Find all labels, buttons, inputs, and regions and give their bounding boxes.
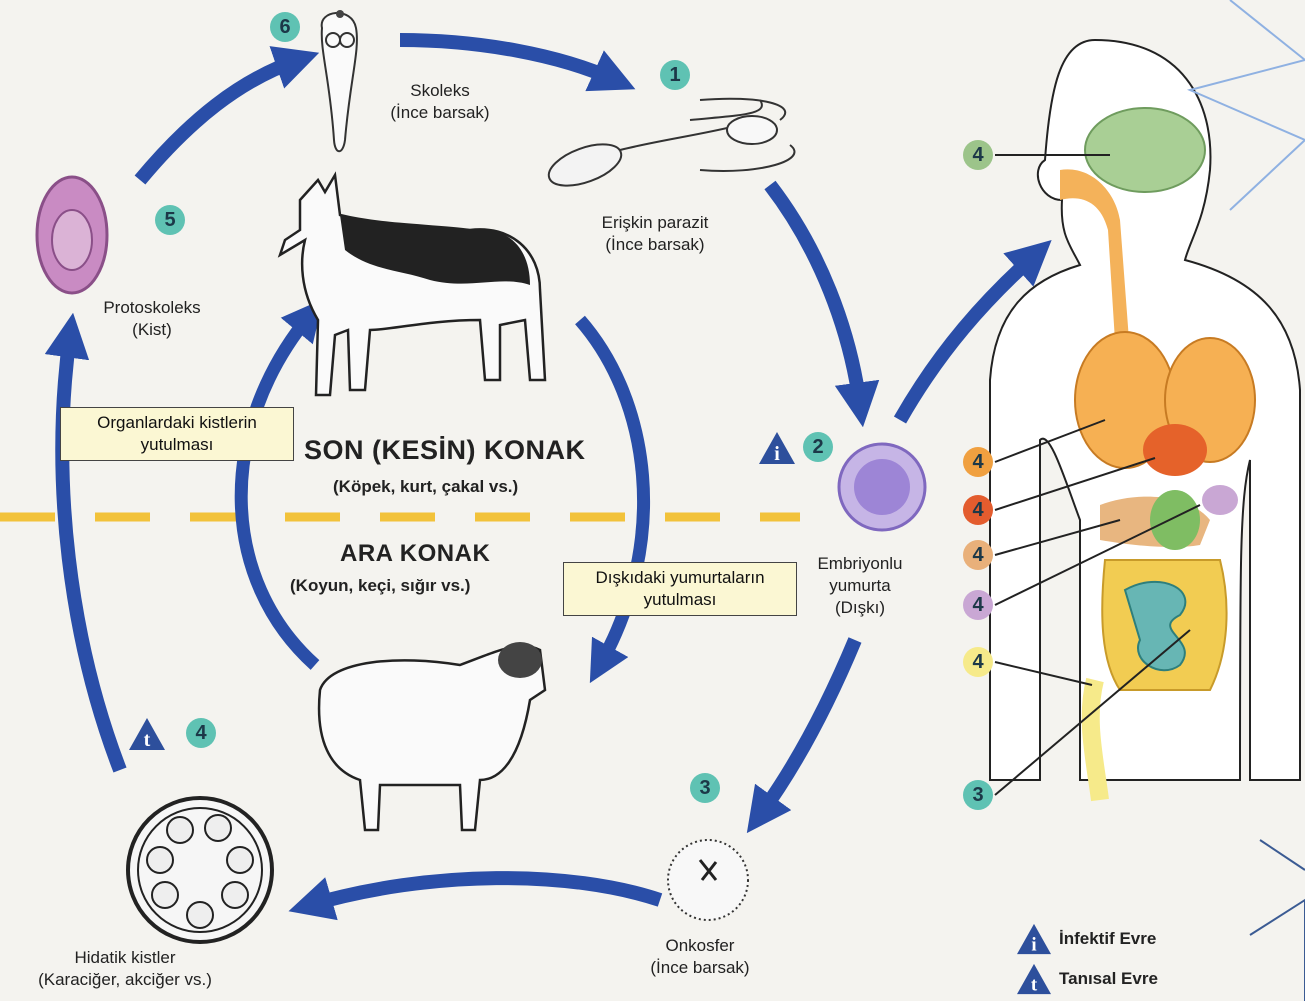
embryonated-egg-illustration	[839, 444, 925, 530]
label-embryonated-egg: Embriyonlu yumurta (Dışkı)	[805, 553, 915, 619]
adult-worm-illustration	[543, 99, 794, 194]
svg-text:i: i	[1031, 934, 1036, 955]
label-adult-parasite: Erişkin parazit (İnce barsak)	[575, 212, 735, 256]
stage-number-5: 5	[155, 205, 185, 235]
stage-number-6: 6	[270, 12, 300, 42]
intermediate-host-title: ARA KONAK	[340, 540, 490, 568]
label-hydatid-cysts: Hidatik kistler (Karaciğer, akciğer vs.)	[0, 947, 250, 991]
intermediate-host-examples: (Koyun, keçi, sığır vs.)	[290, 576, 470, 596]
body-marker-small-intestine: 3	[963, 780, 993, 810]
arrow-hydatid-to-protoscolex	[62, 335, 120, 770]
stage-number-1: 1	[660, 60, 690, 90]
arrow-skoleks-to-adult	[400, 40, 615, 80]
body-marker-liver: 4	[963, 540, 993, 570]
stage-number-2: 2	[803, 432, 833, 462]
heart	[1143, 424, 1207, 476]
arrow-adult-to-egg	[770, 185, 860, 405]
hydatid-cyst-illustration	[128, 798, 272, 942]
legend-diagnostic-icon: t	[1015, 962, 1053, 996]
dog-illustration	[280, 175, 545, 395]
rectum	[1091, 680, 1100, 800]
callout-cyst-ingestion: Organlardaki kistlerin yutulması	[60, 407, 294, 461]
protoscolex-illustration	[37, 177, 107, 293]
body-marker-brain: 4	[963, 140, 993, 170]
stage-number-3: 3	[690, 773, 720, 803]
legend-diagnostic: t Tanısal Evre	[1015, 962, 1158, 996]
definitive-host-examples: (Köpek, kurt, çakal vs.)	[333, 477, 518, 497]
diagnostic-stage-marker-icon: t	[127, 716, 167, 752]
stomach	[1150, 490, 1200, 550]
arrow-egg-to-oncosphere	[760, 640, 855, 815]
legend-infective-label: İnfektif Evre	[1059, 929, 1156, 949]
label-oncosphere: Onkosfer (İnce barsak)	[615, 935, 785, 979]
body-marker-spleen: 4	[963, 590, 993, 620]
decorative-zigzag-bottom	[1250, 840, 1305, 1001]
svg-text:t: t	[144, 729, 151, 751]
label-skoleks: Skoleks (İnce barsak)	[370, 80, 510, 124]
sheep-illustration	[319, 642, 545, 830]
body-marker-heart: 4	[963, 495, 993, 525]
stage-number-4: 4	[186, 718, 216, 748]
skoleks-illustration	[322, 10, 357, 151]
definitive-host-title: SON (KESİN) KONAK	[304, 435, 586, 466]
infective-stage-marker-icon: i	[757, 430, 797, 466]
legend-infective: i İnfektif Evre	[1015, 922, 1156, 956]
brain	[1085, 108, 1205, 192]
callout-egg-ingestion: Dışkıdaki yumurtaların yutulması	[563, 562, 797, 616]
spleen	[1202, 485, 1238, 515]
body-marker-lung: 4	[963, 447, 993, 477]
arrow-protoscolex-to-skoleks	[140, 60, 298, 180]
svg-text:i: i	[774, 443, 780, 465]
arrow-sheep-to-dog	[241, 315, 315, 665]
legend-infective-icon: i	[1015, 922, 1053, 956]
label-protoscolex: Protoskoleks (Kist)	[82, 297, 222, 341]
body-marker-intestine: 4	[963, 647, 993, 677]
legend-diagnostic-label: Tanısal Evre	[1059, 969, 1158, 989]
arrow-oncosphere-to-hydatid	[310, 878, 660, 905]
oncosphere-illustration	[668, 840, 748, 920]
svg-text:t: t	[1031, 974, 1038, 995]
